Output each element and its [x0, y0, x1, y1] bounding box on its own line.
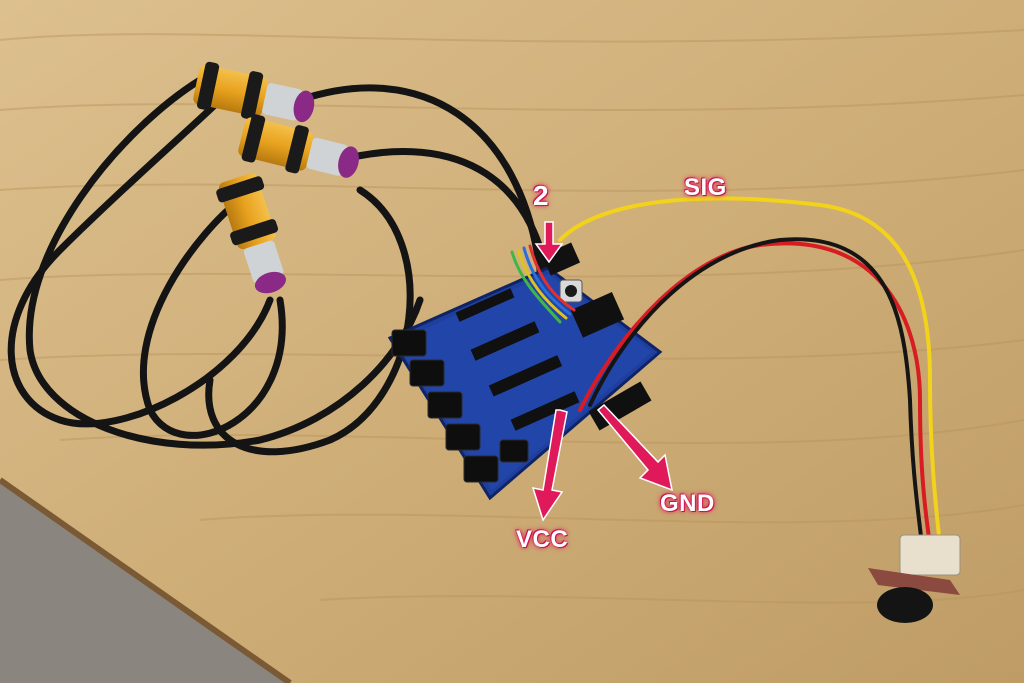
photoelectric-sensor: [216, 173, 286, 294]
sig-annotation: SIG: [684, 174, 727, 201]
pin-arrow: [534, 221, 564, 264]
desk-edge: [0, 477, 292, 683]
photoelectric-sensor: [193, 61, 315, 123]
pin-2-annotation: 2: [533, 180, 550, 211]
sensor-shield-board: [387, 242, 663, 501]
jumper-wires: [510, 244, 576, 324]
annotation-arrows: [531, 221, 674, 522]
vcc-annotation: VCC: [516, 526, 569, 553]
buzzer-module: [868, 534, 961, 623]
gnd-arrow: [596, 403, 674, 492]
sensor-cables: [7, 76, 554, 456]
vcc-arrow: [531, 409, 568, 522]
photoelectric-sensor: [238, 114, 359, 178]
buzzer-wires: [558, 196, 942, 547]
gnd-annotation: GND: [660, 490, 715, 517]
